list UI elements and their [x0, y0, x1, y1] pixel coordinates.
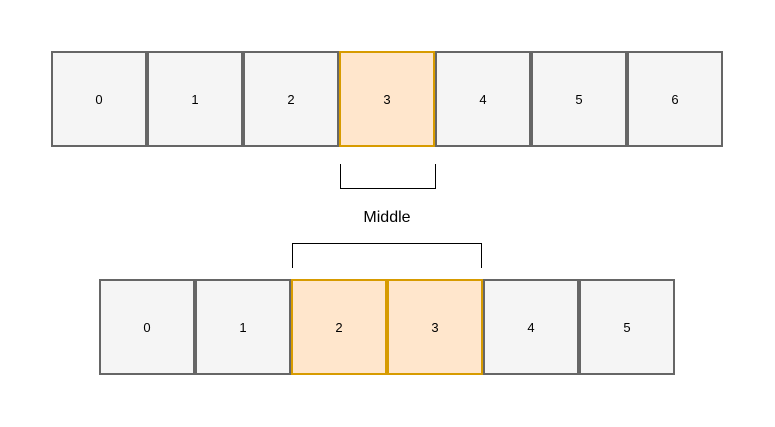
top-middle-bracket	[340, 164, 436, 189]
array-cell-2: 2	[291, 279, 387, 375]
array-cell-6: 6	[627, 51, 723, 147]
array-cell-0: 0	[51, 51, 147, 147]
array-cell-4: 4	[435, 51, 531, 147]
array-cell-3: 3	[339, 51, 435, 147]
array-cell-2: 2	[243, 51, 339, 147]
array-cell-5: 5	[531, 51, 627, 147]
array-cell-0: 0	[99, 279, 195, 375]
middle-label: Middle	[363, 209, 411, 226]
array-cell-1: 1	[195, 279, 291, 375]
array-cell-5: 5	[579, 279, 675, 375]
array-cell-4: 4	[483, 279, 579, 375]
bottom-middle-bracket	[292, 243, 482, 268]
array-cell-1: 1	[147, 51, 243, 147]
array-cell-3: 3	[387, 279, 483, 375]
